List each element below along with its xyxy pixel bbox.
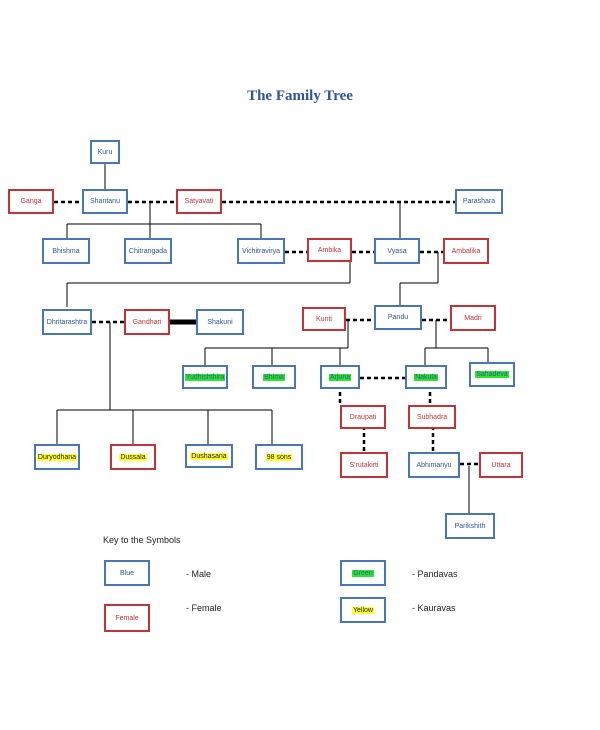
node-duryodhana: Duryodhana bbox=[34, 444, 80, 470]
node-label: Dussala bbox=[119, 453, 147, 461]
key-male-box-label: Blue bbox=[119, 569, 134, 577]
node-label: Bhima bbox=[263, 373, 285, 381]
key-kaurava-box: Yellow bbox=[340, 597, 386, 623]
node-label: Dushasana bbox=[190, 452, 228, 460]
node-ambalika: Ambalika bbox=[443, 238, 489, 264]
node-abhimanyu: Abhimanyu bbox=[408, 452, 460, 478]
node-label: Gandhari bbox=[132, 318, 162, 326]
node-label: Shantanu bbox=[90, 198, 120, 205]
node-yudhishthira: Yudhishthira bbox=[182, 365, 228, 389]
node-subhadra: Subhadra bbox=[408, 405, 456, 429]
key-female-text: - Female bbox=[186, 603, 222, 613]
node-label: Sahadeva bbox=[475, 371, 509, 378]
node-label: S'rutakirti bbox=[349, 461, 379, 469]
node-parikshith: Parikshith bbox=[445, 513, 495, 539]
node-label: Arjuna bbox=[328, 373, 352, 381]
node-label: Madri bbox=[464, 314, 482, 322]
node-label: 98 sons bbox=[265, 453, 293, 461]
node-label: Chitrangada bbox=[128, 247, 168, 255]
node-dushasana: Dushasana bbox=[185, 444, 233, 468]
key-male-box: Blue bbox=[104, 560, 150, 586]
node-ganga: Ganga bbox=[8, 189, 54, 214]
node-label: Pandu bbox=[387, 314, 409, 321]
node-label: Satyavati bbox=[184, 198, 214, 205]
node-label: Dhritarashtra bbox=[46, 318, 88, 326]
node-bhishma: Bhishma bbox=[42, 238, 90, 264]
node-dussala: Dussala bbox=[110, 444, 156, 470]
node-kunti: Kunti bbox=[302, 307, 346, 331]
node-bhima: Bhima bbox=[252, 365, 296, 389]
key-male-text: - Male bbox=[186, 569, 212, 579]
node-shantanu: Shantanu bbox=[82, 189, 128, 214]
node-madri: Madri bbox=[450, 305, 496, 331]
node-label: Abhimanyu bbox=[416, 461, 452, 469]
node-label: Bhishma bbox=[52, 247, 80, 255]
node-label: Parikshith bbox=[454, 522, 486, 530]
node-label: Draupati bbox=[349, 413, 377, 421]
node-label: Uttara bbox=[491, 461, 511, 469]
node-sahadeva: Sahadeva bbox=[469, 362, 515, 387]
node-nakula: Nakula bbox=[405, 365, 447, 389]
node-arjuna: Arjuna bbox=[320, 365, 360, 389]
node-vyasa: Vyasa bbox=[374, 238, 420, 264]
node-satyavati: Satyavati bbox=[176, 189, 222, 214]
node-label: Nakula bbox=[414, 373, 438, 381]
node-srutakirti: S'rutakirti bbox=[340, 452, 388, 478]
key-title: Key to the Symbols bbox=[103, 535, 181, 545]
node-label: Subhadra bbox=[416, 413, 448, 421]
key-kauravas-text: - Kauravas bbox=[412, 603, 456, 613]
key-kaurava-box-label: Yellow bbox=[352, 606, 374, 614]
node-draupati: Draupati bbox=[340, 405, 386, 429]
node-pandu: Pandu bbox=[374, 305, 422, 330]
node-label: Duryodhana bbox=[36, 453, 78, 461]
key-pandava-box: Green bbox=[340, 560, 386, 586]
node-uttara: Uttara bbox=[479, 452, 523, 478]
node-label: Ambalika bbox=[451, 247, 481, 255]
node-vichitravirya: Vichitravirya bbox=[237, 238, 285, 264]
key-female-box: Female bbox=[104, 604, 150, 632]
node-label: Kunti bbox=[316, 315, 332, 323]
key-pandava-box-label: Green bbox=[352, 569, 374, 577]
key-female-box-label: Female bbox=[115, 614, 139, 622]
node-ambika: Ambika bbox=[307, 238, 352, 262]
node-label: Kuru bbox=[97, 148, 113, 156]
node-label: Ganga bbox=[20, 198, 42, 205]
node-label: Parashara bbox=[462, 198, 496, 205]
node-chitrangada: Chitrangada bbox=[124, 238, 172, 264]
page-title: The Family Tree bbox=[247, 88, 353, 104]
node-label: Shakuni bbox=[207, 318, 233, 326]
node-label: Vichitravirya bbox=[242, 247, 280, 255]
node-label: Ambika bbox=[317, 246, 342, 254]
key-pandavas-text: - Pandavas bbox=[412, 569, 458, 579]
node-label: Vyasa bbox=[387, 247, 407, 255]
node-98-sons: 98 sons bbox=[255, 444, 303, 470]
node-gandhari: Gandhari bbox=[124, 309, 170, 335]
node-dhritarashtra: Dhritarashtra bbox=[42, 309, 92, 335]
node-parashara: Parashara bbox=[455, 189, 503, 214]
node-label: Yudhishthira bbox=[184, 373, 226, 381]
node-shakuni: Shakuni bbox=[196, 309, 244, 335]
node-kuru: Kuru bbox=[90, 140, 120, 164]
